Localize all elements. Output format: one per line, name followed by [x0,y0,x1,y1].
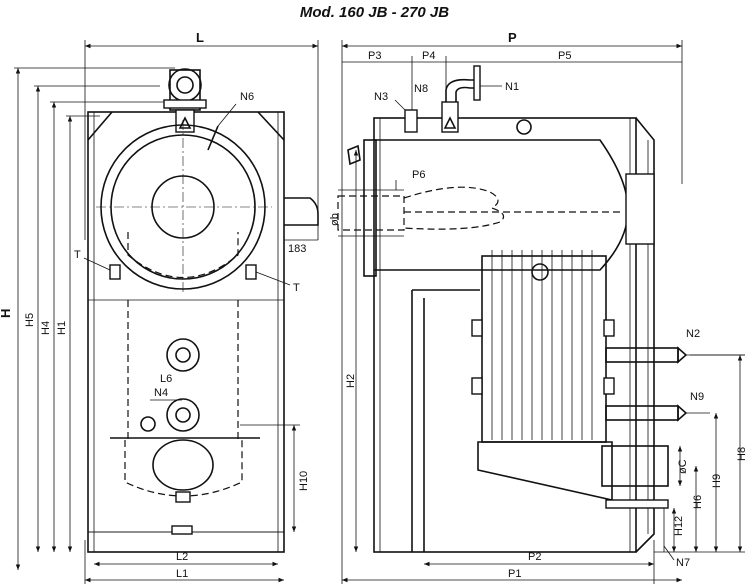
label-N8: N8 [414,83,428,95]
label-P2: P2 [528,551,541,563]
label-N1: N1 [505,81,519,93]
label-P6: P6 [412,169,425,181]
label-P3: P3 [368,50,381,62]
label-N4: N4 [154,387,168,399]
label-H4: H4 [40,321,52,335]
label-P1: P1 [508,568,521,580]
label-phi-C: øC [677,459,689,474]
label-L1: L1 [176,568,188,580]
label-phi-b: øb [329,213,341,226]
label-H6: H6 [692,495,704,509]
label-N3: N3 [374,91,388,103]
label-H: H [0,309,13,318]
label-H12: H12 [673,516,685,536]
label-P: P [508,30,517,45]
label-N6: N6 [240,91,254,103]
label-L6: L6 [160,373,172,385]
label-H1: H1 [56,321,68,335]
label-H5: H5 [24,313,36,327]
label-L: L [196,30,204,45]
label-P4: P4 [422,50,435,62]
label-T-left: T [74,249,81,261]
label-H8: H8 [736,447,748,461]
label-P5: P5 [558,50,571,62]
tube-bundle [491,250,593,440]
front-view: L H H5 H4 H1 N6 [0,30,319,584]
label-H9: H9 [711,474,723,488]
label-183: 183 [288,243,306,255]
label-N2: N2 [686,328,700,340]
label-L2: L2 [176,551,188,563]
label-H2: H2 [345,374,357,388]
side-view: P P3 P4 P5 N3 N8 N1 [329,30,748,584]
label-N7: N7 [676,557,690,569]
label-N9: N9 [690,391,704,403]
label-H10: H10 [298,471,310,491]
drawing-title: Mod. 160 JB - 270 JB [299,4,450,21]
label-T-right: T [293,282,300,294]
